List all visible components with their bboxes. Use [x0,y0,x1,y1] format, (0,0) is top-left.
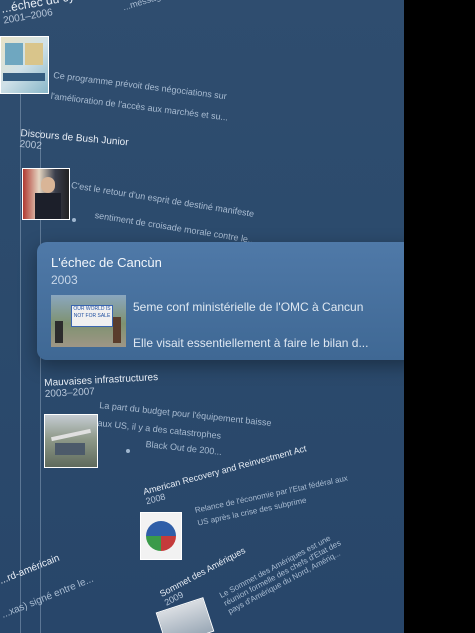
timeline-item-cancun-card[interactable]: L'échec de Cancùn 2003 OUR WORLD IS NOT … [37,242,404,360]
item-title: L'échec de Cancùn [51,255,162,270]
timeline-dot [72,218,76,222]
timeline-item-bush[interactable]: Discours de Bush Junior 2002 [19,128,129,159]
timeline-item-infrastructures[interactable]: Mauvaises infrastructures 2003–2007 [44,372,159,400]
item-thumbnail: OUR WORLD IS NOT FOR SALE [51,295,126,347]
sign-text: OUR WORLD IS NOT FOR SALE [73,306,111,319]
item-thumbnail [44,414,98,468]
item-thumbnail [22,168,70,220]
item-text: Elle visait essentiellement à faire le b… [133,336,369,350]
timeline-line [40,130,41,633]
item-description: C'est le retour d'un esprit de destiné m… [66,180,260,245]
item-thumbnail [0,36,49,94]
item-description: La part du budget pour l'équipement bais… [95,400,272,462]
item-description: Le Sommet des Amériques est une réunion … [218,530,347,616]
black-margin [404,0,475,633]
item-years: 2003 [51,273,78,287]
protest-sign: OUR WORLD IS NOT FOR SALE [71,305,113,327]
timeline-dot [126,449,130,453]
item-text: 5eme conf ministérielle de l'OMC à Cancu… [133,300,364,314]
item-description: Ce programme prévoit des négociations su… [50,70,231,123]
timeline-line [20,60,21,633]
item-thumbnail [140,512,182,560]
timeline-item-doha[interactable]: ...échec du cycle de Doha 2001–2006 [0,0,140,27]
item-text: ...rd-américain [0,552,62,587]
timeline-stage: ...messages d... ...échec du cycle de Do… [0,0,404,633]
